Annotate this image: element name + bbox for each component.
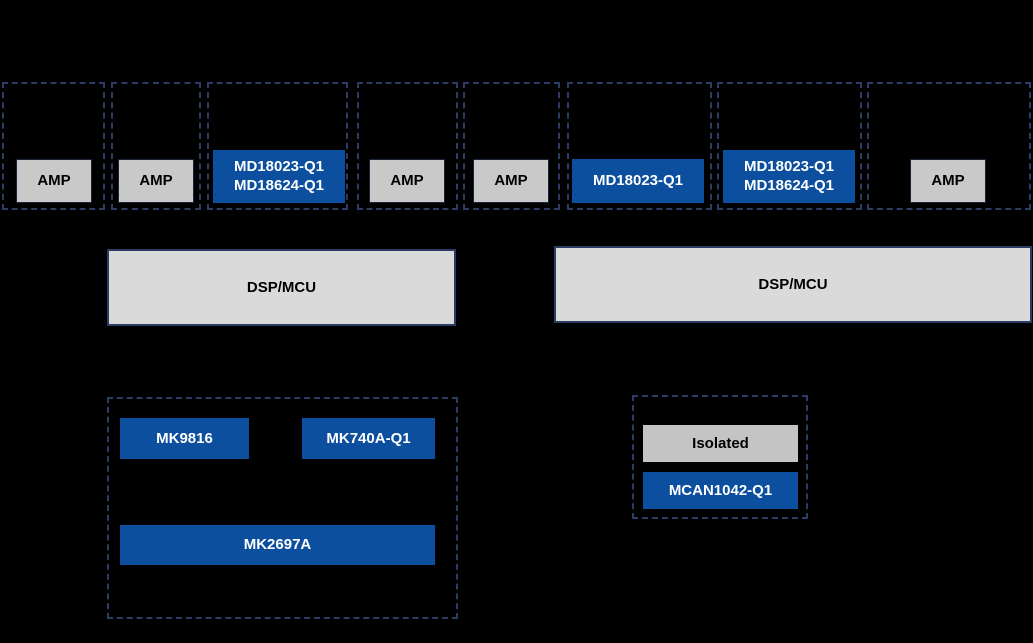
driver-group-6 [567,82,712,210]
amp-group-2 [111,82,201,210]
chip-label: MCAN1042-Q1 [668,481,773,499]
chip-label: AMP [494,172,528,189]
chip-label: AMP [139,172,173,189]
chip-label-line-2: MD18624-Q1 [743,176,835,194]
chip-label: MD18023-Q1 [592,172,684,189]
dsp-mcu-right-label: DSP/MCU [758,276,828,293]
amp-group-8 [867,82,1031,210]
chip-label: AMP [390,172,424,189]
amp-group-4 [357,82,458,210]
chip-mk740a-q1[interactable]: MK740A-Q1 [302,418,435,459]
dsp-mcu-left-label: DSP/MCU [246,279,317,296]
chip-label: MK2697A [243,536,312,553]
chip-amp-2[interactable]: AMP [118,159,194,203]
chip-mk2697a[interactable]: MK2697A [120,525,435,565]
dsp-mcu-right[interactable]: DSP/MCU [554,246,1032,323]
driver-group-3 [207,82,348,210]
chip-label: MK9816 [156,429,213,447]
chip-md18023-1[interactable]: MD18023-Q1 [572,159,704,203]
chip-md18023-md18624-1[interactable]: MD18023-Q1 MD18624-Q1 [213,150,345,203]
isolated-can-group [632,395,808,519]
chip-amp-1[interactable]: AMP [16,159,92,203]
power-management-group [107,397,458,619]
chip-label-line-2: MD18624-Q1 [233,176,325,194]
chip-amp-5[interactable]: AMP [910,159,986,203]
amp-group-1 [2,82,105,210]
chip-label: MK740A-Q1 [326,429,411,447]
chip-label: AMP [37,172,71,189]
chip-label: Isolated [692,434,749,452]
chip-label-line-1: MD18023-Q1 [233,157,325,175]
chip-mk9816[interactable]: MK9816 [120,418,249,459]
chip-amp-3[interactable]: AMP [369,159,445,203]
chip-isolated[interactable]: Isolated [643,425,798,462]
chip-label-line-1: MD18023-Q1 [743,157,835,175]
driver-group-7 [717,82,862,210]
chip-mcan1042-q1[interactable]: MCAN1042-Q1 [643,472,798,509]
amp-group-5 [463,82,560,210]
chip-amp-4[interactable]: AMP [473,159,549,203]
dsp-mcu-left[interactable]: DSP/MCU [107,249,456,326]
chip-md18023-md18624-2[interactable]: MD18023-Q1 MD18624-Q1 [723,150,855,203]
chip-label: AMP [931,172,965,189]
